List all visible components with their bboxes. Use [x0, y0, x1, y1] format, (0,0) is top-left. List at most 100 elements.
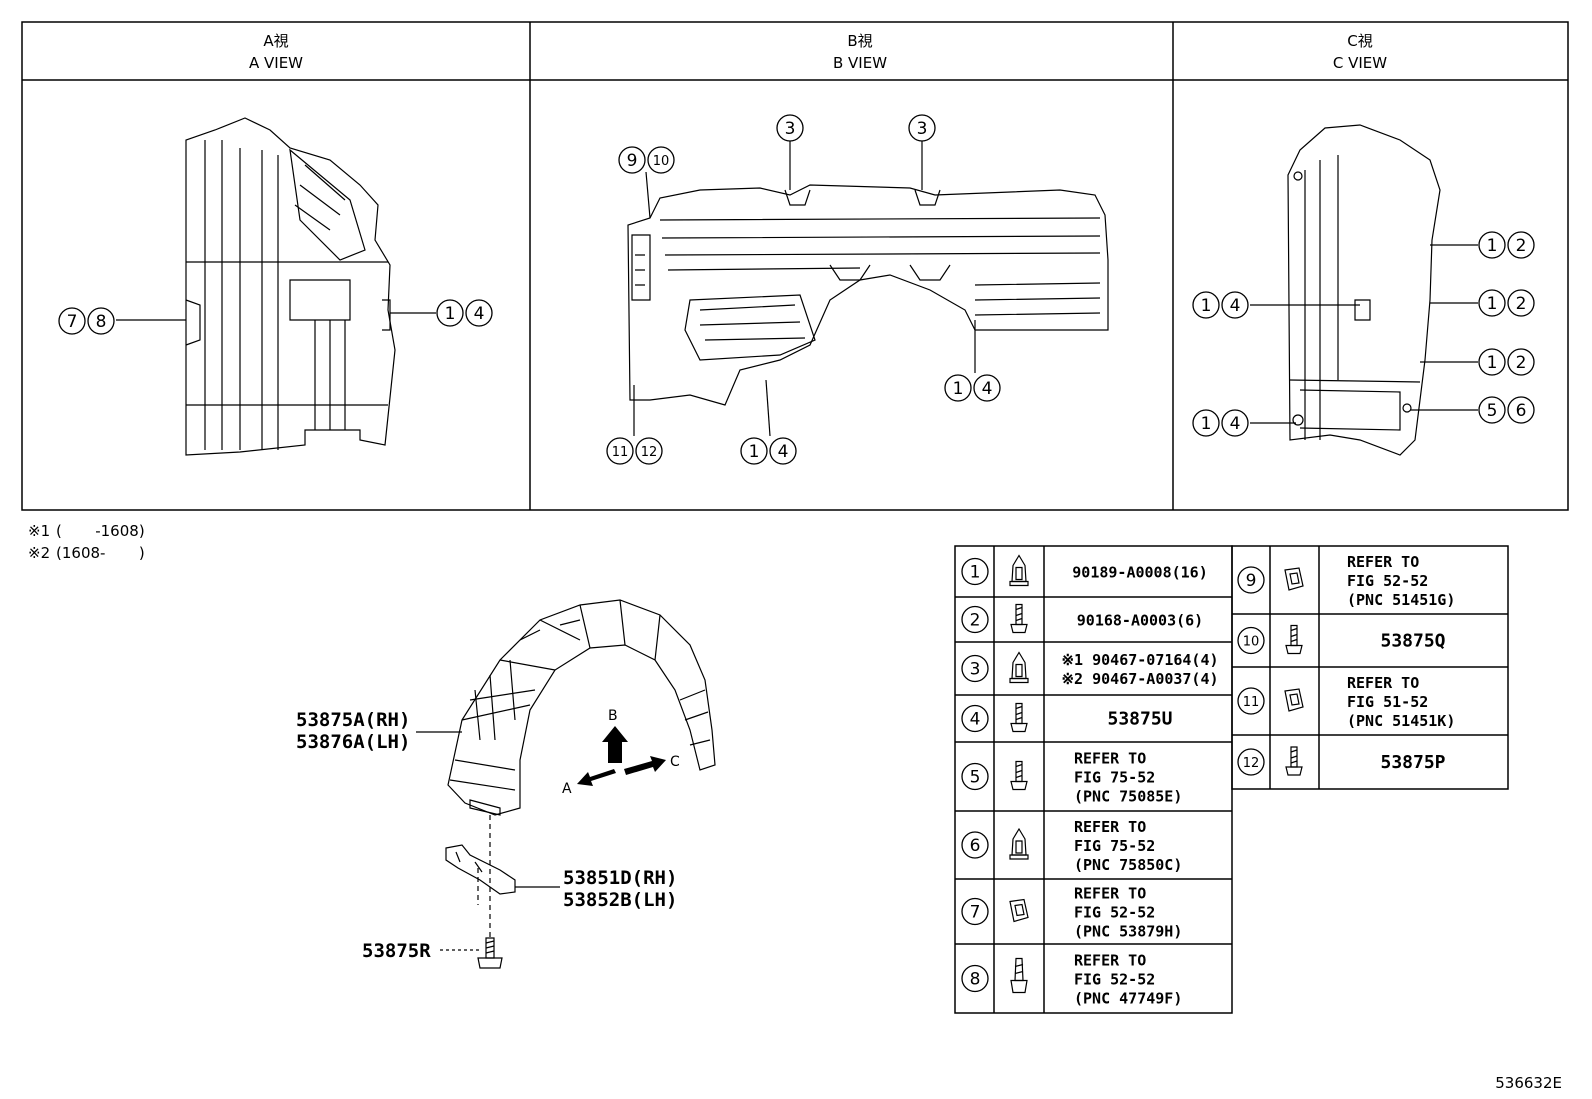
fastener-8-text: REFER TO	[1074, 952, 1146, 970]
svg-text:1: 1	[749, 442, 760, 462]
callout-number: 6	[1507, 396, 1535, 424]
callout-number: 2	[1507, 231, 1535, 259]
callout-number: 4	[465, 299, 493, 327]
svg-text:11: 11	[612, 445, 629, 460]
fastener-3-text: ※2 90467-A0037(4)	[1061, 670, 1218, 688]
fastener-table-left	[954, 545, 1233, 1014]
assembly-dash-lines	[477, 815, 491, 938]
svg-text:3: 3	[785, 119, 796, 139]
part-leaders	[416, 731, 560, 951]
note-1-text: ( -1608)	[56, 522, 145, 540]
callout-number: 7	[58, 307, 86, 335]
fastener-7-text: REFER TO	[1074, 885, 1146, 903]
callout-number: 11	[1237, 687, 1265, 715]
fastener-2-icon	[1010, 603, 1028, 634]
fastener-9-text: REFER TO	[1347, 553, 1419, 571]
fastener-9-text: (PNC 51451G)	[1347, 591, 1455, 609]
callout-number: 4	[961, 704, 989, 733]
svg-text:6: 6	[1516, 401, 1527, 421]
callout-number: 3	[908, 114, 936, 142]
svg-text:5: 5	[1487, 401, 1498, 421]
view-b-title-jp: B視	[847, 32, 872, 50]
callout-number: 9	[618, 146, 646, 174]
svg-text:4: 4	[1230, 296, 1241, 316]
callout-number: 10	[647, 146, 675, 174]
view-direction-arrows	[577, 726, 666, 786]
fastener-4-text: 53875U	[1107, 709, 1172, 730]
fastener-6-text: FIG 75-52	[1074, 837, 1155, 855]
callout-number: 12	[1237, 748, 1265, 776]
callout-number: 4	[973, 374, 1001, 402]
arrow-c-icon	[624, 756, 666, 775]
view-c-title-jp: C視	[1347, 32, 1372, 50]
svg-text:2: 2	[1516, 294, 1527, 314]
callout-number: 8	[961, 964, 989, 993]
svg-text:2: 2	[1516, 236, 1527, 256]
svg-text:10: 10	[653, 154, 670, 169]
part-liner-lh: 53876A(LH)	[296, 731, 410, 753]
callout-number: 1	[944, 374, 972, 402]
fastener-3-icon	[1009, 651, 1029, 684]
callout-number: 1	[1192, 409, 1220, 437]
svg-text:4: 4	[778, 442, 789, 462]
callout-number: 2	[1507, 289, 1535, 317]
note-1-mark: ※1	[28, 522, 50, 540]
arrow-b-label: B	[608, 708, 618, 724]
fastener-8-text: FIG 52-52	[1074, 971, 1155, 989]
callout-number: 1	[740, 437, 768, 465]
arrow-b-icon	[602, 726, 628, 763]
svg-text:5: 5	[970, 768, 981, 788]
callout-number: 9	[1237, 566, 1265, 594]
fastener-12-text: 53875P	[1380, 752, 1445, 773]
fastener-4-icon	[1010, 702, 1028, 733]
fastener-10-icon	[1285, 624, 1303, 655]
svg-text:3: 3	[970, 660, 981, 680]
fastener-3-text: ※1 90467-07164(4)	[1061, 651, 1218, 669]
fender-liner-drawing	[447, 599, 716, 816]
part-screw: 53875R	[362, 940, 431, 962]
svg-text:2: 2	[1516, 353, 1527, 373]
bracket-drawing	[445, 844, 516, 895]
callout-number: 7	[961, 897, 989, 926]
svg-text:6: 6	[970, 836, 981, 856]
callout-number: 2	[1507, 348, 1535, 376]
part-bracket-rh: 53851D(RH)	[563, 867, 677, 889]
callout-number: 5	[1478, 396, 1506, 424]
svg-text:1: 1	[1487, 353, 1498, 373]
arrow-a-icon	[577, 769, 616, 786]
svg-text:10: 10	[1243, 635, 1260, 650]
callout-number: 4	[1221, 409, 1249, 437]
view-b-title-en: B VIEW	[833, 54, 887, 72]
svg-text:4: 4	[970, 710, 981, 730]
callout-number: 3	[961, 654, 989, 683]
fastener-8-icon	[1010, 957, 1028, 994]
arrow-a-label: A	[562, 781, 572, 797]
svg-text:3: 3	[917, 119, 928, 139]
callout-number: 11	[606, 437, 634, 465]
fastener-11-icon	[1284, 688, 1304, 712]
svg-text:2: 2	[970, 611, 981, 631]
callout-number: 5	[961, 762, 989, 791]
svg-text:1: 1	[970, 563, 981, 583]
fastener-5-text: FIG 75-52	[1074, 769, 1155, 787]
arrow-c-label: C	[670, 754, 680, 770]
fastener-11-text: FIG 51-52	[1347, 693, 1428, 711]
svg-text:1: 1	[1487, 236, 1498, 256]
callout-number: 1	[1478, 289, 1506, 317]
svg-text:4: 4	[1230, 414, 1241, 434]
fastener-5-text: REFER TO	[1074, 750, 1146, 768]
svg-text:9: 9	[627, 151, 638, 171]
callout-number: 1	[1478, 231, 1506, 259]
fastener-1-text: 90189-A0008(16)	[1072, 564, 1207, 582]
fastener-6-text: (PNC 75850C)	[1074, 856, 1182, 874]
svg-text:4: 4	[474, 304, 485, 324]
fastener-5-icon	[1010, 760, 1028, 791]
fastener-11-text: REFER TO	[1347, 674, 1419, 692]
callout-number: 10	[1237, 626, 1265, 655]
view-c-title-en: C VIEW	[1333, 54, 1387, 72]
callout-number: 4	[1221, 291, 1249, 319]
callout-number: 12	[635, 437, 663, 465]
fastener-7-icon	[1009, 898, 1029, 923]
